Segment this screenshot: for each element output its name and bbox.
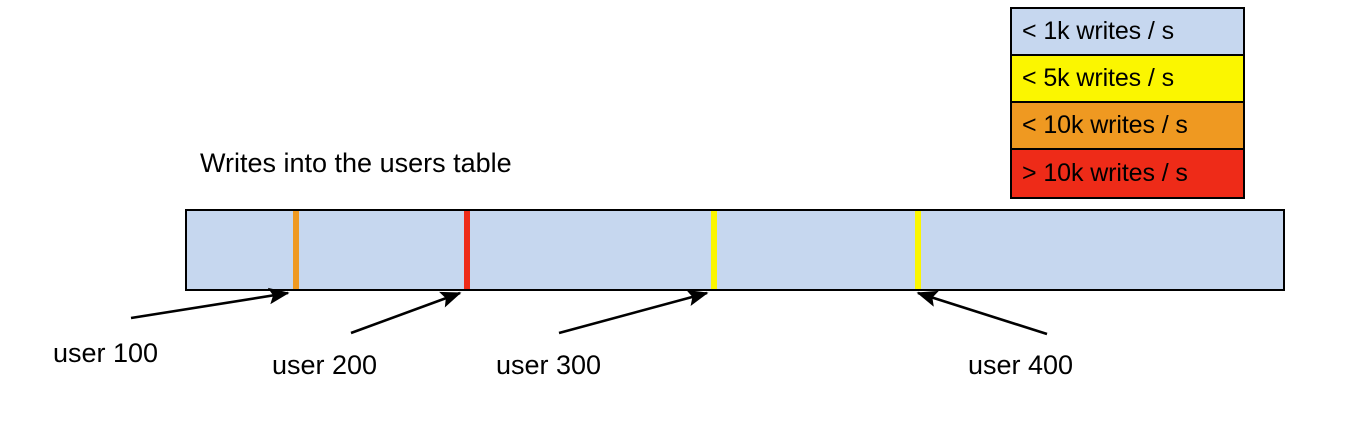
legend: < 1k writes / s < 5k writes / s < 10k wr… (1010, 7, 1245, 199)
chart-title: Writes into the users table (200, 148, 512, 178)
callout-label-user-300: user 300 (496, 350, 602, 380)
legend-label-under-10k: < 10k writes / s (1022, 111, 1188, 139)
legend-row-under-10k: < 10k writes / s (1012, 103, 1243, 150)
legend-label-under-5k: < 5k writes / s (1022, 64, 1175, 92)
user-200-arrow (350, 291, 462, 335)
legend-row-under-1k: < 1k writes / s (1012, 9, 1243, 56)
user-300-marker (711, 211, 717, 289)
user-100-marker (293, 211, 299, 289)
user-400-marker (915, 211, 921, 289)
legend-label-over-10k: > 10k writes / s (1022, 159, 1188, 187)
user-200-marker (464, 211, 470, 289)
legend-row-over-10k: > 10k writes / s (1012, 150, 1243, 197)
legend-row-under-5k: < 5k writes / s (1012, 56, 1243, 103)
user-100-arrow (130, 287, 290, 320)
users-table-bar (185, 209, 1285, 291)
callout-label-user-200: user 200 (272, 350, 378, 380)
user-400-arrow (916, 290, 1048, 336)
callout-label-user-100: user 100 (53, 338, 159, 368)
callout-label-user-400: user 400 (968, 350, 1074, 380)
legend-label-under-1k: < 1k writes / s (1022, 17, 1175, 45)
user-300-arrow (558, 289, 709, 335)
